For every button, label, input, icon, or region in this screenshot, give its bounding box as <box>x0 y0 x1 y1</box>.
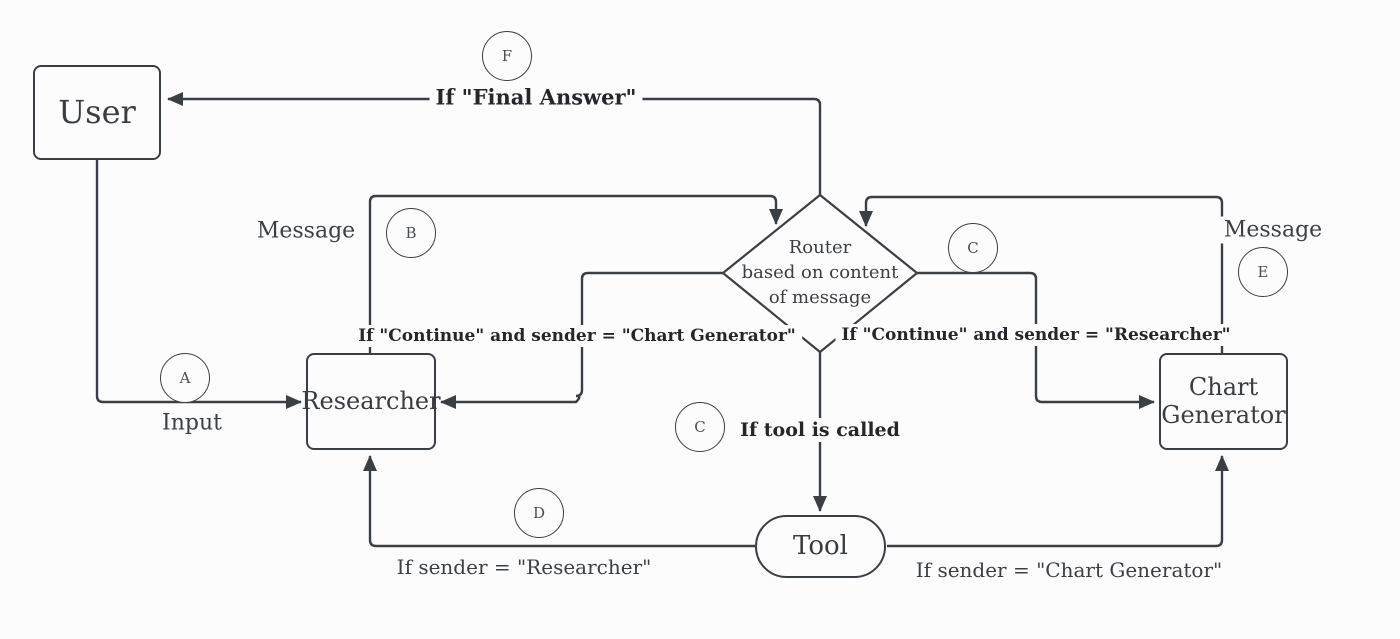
router-diamond-shape <box>721 193 919 354</box>
badge-d-letter: D <box>532 504 546 522</box>
node-user: User <box>33 65 161 160</box>
edge-label-message-left: Message <box>250 217 362 245</box>
edge-label-message-right: Message <box>1217 216 1329 244</box>
node-tool: Tool <box>755 515 886 578</box>
edge-label-continue-researcher: If "Continue" and sender = "Researcher" <box>835 324 1237 346</box>
badge-b-letter: B <box>405 224 417 242</box>
edge-researcher-to-router <box>368 194 783 353</box>
node-researcher: Researcher <box>301 353 441 450</box>
node-chart-generator: Chart Generator <box>1159 353 1288 450</box>
edge-label-sender-researcher: If sender = "Researcher" <box>390 554 658 580</box>
badge-c-tool: C <box>675 402 725 452</box>
edge-label-final-answer: If "Final Answer" <box>429 83 643 111</box>
edge-label-continue-chart-generator: If "Continue" and sender = "Chart Genera… <box>352 325 802 347</box>
badge-c-router: C <box>948 223 998 273</box>
badge-e: E <box>1238 247 1288 297</box>
router-label-line3: of message <box>768 286 872 308</box>
badge-e-letter: E <box>1257 263 1269 281</box>
badge-b: B <box>386 208 436 258</box>
edge-label-tool-called: If tool is called <box>734 418 906 442</box>
badge-a: A <box>160 353 210 403</box>
edge-label-sender-chart-generator: If sender = "Chart Generator" <box>909 557 1229 583</box>
badge-d: D <box>514 488 564 538</box>
badge-f-letter: F <box>501 47 513 65</box>
node-researcher-label: Researcher <box>301 386 441 415</box>
edge-user-to-researcher <box>95 160 302 409</box>
badge-c-tool-letter: C <box>694 418 706 436</box>
router-label-line1: Router <box>788 237 852 259</box>
node-router-label: Router based on content of message <box>723 195 917 352</box>
edge-router-to-user <box>167 92 822 195</box>
node-tool-label: Tool <box>793 530 848 561</box>
edge-chartgen-to-router <box>859 195 1224 353</box>
node-user-label: User <box>58 93 136 132</box>
edge-tool-to-researcher <box>363 455 755 548</box>
badge-f: F <box>482 31 532 81</box>
edge-tool-to-chartgen <box>887 455 1229 548</box>
edge-router-to-researcher <box>440 271 723 409</box>
badge-c-router-letter: C <box>967 239 979 257</box>
edge-label-input: Input <box>156 409 228 437</box>
router-label-line2: based on content <box>741 262 899 284</box>
badge-a-letter: A <box>179 369 191 387</box>
node-chart-generator-label: Chart Generator <box>1161 372 1286 429</box>
